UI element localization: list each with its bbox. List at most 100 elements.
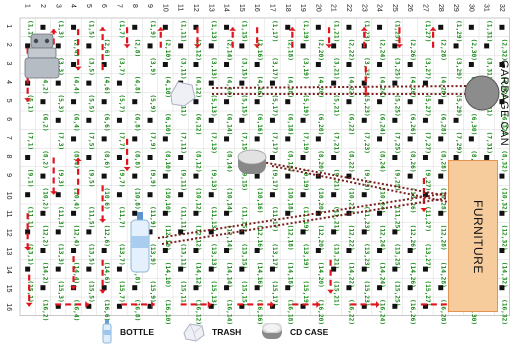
cell-coordinate-label: (12,10)	[164, 225, 171, 251]
cell-coordinate-label: (9,23)	[363, 169, 370, 191]
obstacle-marker	[71, 99, 76, 104]
cell-coordinate-label: (13,19)	[302, 243, 309, 269]
obstacle-marker	[285, 99, 290, 104]
cell-coordinate-label: (15,23)	[363, 280, 370, 306]
obstacle-marker	[56, 229, 61, 234]
cell-coordinate-label: (1,31)	[485, 20, 492, 42]
obstacle-marker	[499, 174, 504, 179]
column-number: 25	[391, 4, 398, 12]
cell-coordinate-label: (4,2)	[42, 76, 49, 95]
obstacle-marker	[40, 211, 45, 216]
bottle-icon	[131, 236, 149, 248]
cell-coordinate-label: (2,14)	[225, 39, 232, 61]
obstacle-marker	[408, 248, 413, 253]
cell-coordinate-label: (1,11)	[179, 20, 186, 42]
obstacle-marker	[86, 267, 91, 272]
cell-coordinate-label: (2,26)	[409, 39, 416, 61]
obstacle-marker	[193, 248, 198, 253]
obstacle-marker	[392, 304, 397, 309]
cell-coordinate-label: (10,26)	[409, 187, 416, 213]
cell-coordinate-label: (7,19)	[302, 132, 309, 154]
obstacle-marker	[163, 211, 168, 216]
obstacle-marker	[117, 267, 122, 272]
cell-coordinate-label: (8,20)	[317, 150, 324, 172]
cell-coordinate-label: (11,13)	[210, 206, 217, 232]
garbage-can-icon	[465, 76, 499, 110]
cell-coordinate-label: (9,7)	[118, 169, 125, 188]
cell-coordinate-label: (5,27)	[424, 94, 431, 116]
obstacle-marker	[408, 285, 413, 290]
obstacle-marker	[40, 248, 45, 253]
obstacle-marker	[178, 43, 183, 48]
column-number: 15	[238, 4, 245, 12]
obstacle-marker	[255, 99, 260, 104]
cell-coordinate-label: (12,2)	[42, 225, 49, 247]
legend-label-bottle: BOTTLE	[120, 327, 154, 337]
obstacle-marker	[117, 155, 122, 160]
cell-coordinate-label: (12,18)	[287, 225, 294, 251]
obstacle-marker	[454, 118, 459, 123]
cell-coordinate-label: (3,7)	[118, 57, 125, 76]
obstacle-marker	[117, 81, 122, 86]
cell-coordinate-label: (2,22)	[348, 39, 355, 61]
cell-coordinate-label: (10,10)	[164, 187, 171, 213]
cell-coordinate-label: (9,27)	[424, 169, 431, 191]
obstacle-marker	[40, 99, 45, 104]
obstacle-marker	[438, 99, 443, 104]
cell-coordinate-label: (1,3)	[57, 20, 64, 39]
cell-coordinate-label: (11,23)	[363, 206, 370, 232]
cell-coordinate-label: (14,6)	[103, 262, 110, 284]
cell-coordinate-label: (8,8)	[134, 150, 141, 169]
cell-coordinate-label: (5,21)	[332, 94, 339, 116]
cell-coordinate-label: (14,28)	[440, 262, 447, 288]
cell-coordinate-label: (7,9)	[149, 132, 156, 151]
cell-coordinate-label: (16,32)	[501, 299, 508, 325]
cell-coordinate-label: (13,5)	[88, 243, 95, 265]
obstacle-marker	[469, 136, 474, 141]
cell-coordinate-label: (2,24)	[378, 39, 385, 61]
obstacle-marker	[178, 267, 183, 272]
cell-coordinate-label: (10,18)	[287, 187, 294, 213]
obstacle-marker	[132, 136, 137, 141]
cell-coordinate-label: (1,19)	[302, 20, 309, 42]
cell-coordinate-label: (11,11)	[179, 206, 186, 232]
cell-coordinate-label: (4,8)	[134, 76, 141, 95]
column-number: 28	[437, 4, 444, 12]
cell-coordinate-label: (3,29)	[455, 57, 462, 79]
cd-case-icon	[238, 150, 266, 164]
obstacle-marker	[316, 25, 321, 30]
column-number: 31	[483, 4, 490, 12]
obstacle-marker	[316, 136, 321, 141]
row-number: 10	[5, 192, 12, 200]
obstacle-marker	[331, 192, 336, 197]
obstacle-marker	[193, 99, 198, 104]
obstacle-marker	[40, 285, 45, 290]
robot-icon	[45, 39, 49, 43]
obstacle-marker	[346, 285, 351, 290]
obstacle-marker	[117, 118, 122, 123]
cell-coordinate-label: (3,5)	[88, 57, 95, 76]
row-number: 16	[5, 303, 12, 311]
cell-coordinate-label: (5,5)	[88, 94, 95, 113]
column-number: 16	[253, 4, 260, 12]
obstacle-marker	[285, 174, 290, 179]
cell-coordinate-label: (2,28)	[440, 39, 447, 61]
cell-coordinate-label: (8,26)	[409, 150, 416, 172]
cell-coordinate-label: (8,22)	[348, 150, 355, 172]
obstacle-marker	[346, 25, 351, 30]
obstacle-marker	[499, 285, 504, 290]
robot-icon	[25, 58, 59, 78]
obstacle-marker	[255, 174, 260, 179]
cell-coordinate-label: (7,27)	[424, 132, 431, 154]
obstacle-marker	[102, 285, 107, 290]
obstacle-marker	[40, 25, 45, 30]
obstacle-marker	[301, 43, 306, 48]
cell-coordinate-label: (12,14)	[225, 225, 232, 251]
cell-coordinate-label: (10,20)	[317, 187, 324, 213]
obstacle-marker	[408, 174, 413, 179]
cell-coordinate-label: (13,17)	[271, 243, 278, 269]
cell-coordinate-label: (5,17)	[271, 94, 278, 116]
cell-coordinate-label: (12,26)	[409, 225, 416, 251]
obstacle-marker	[148, 192, 153, 197]
cell-coordinate-label: (7,29)	[455, 132, 462, 154]
